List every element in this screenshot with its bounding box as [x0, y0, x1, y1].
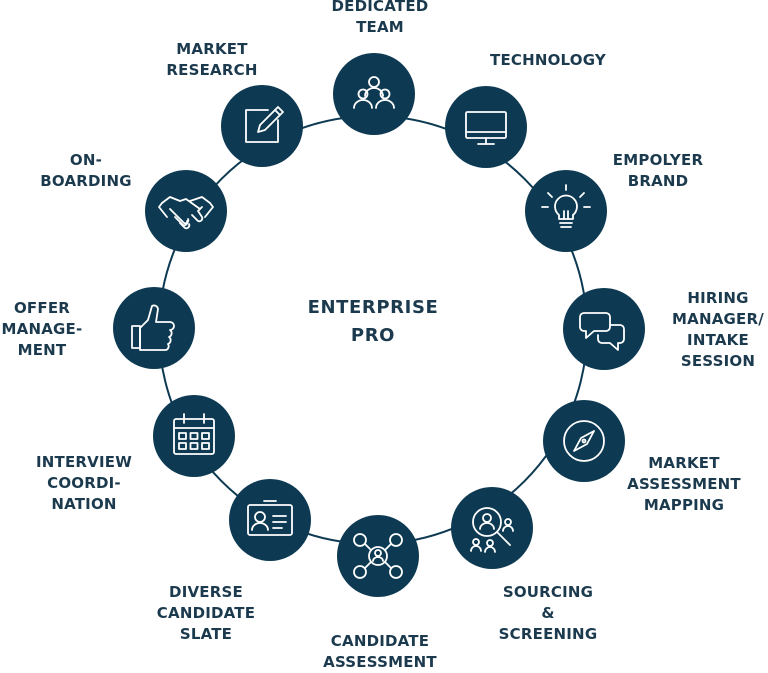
- chat-bubbles-icon: [579, 312, 625, 351]
- network-people-icon: [353, 533, 403, 579]
- node-circle: [333, 53, 415, 135]
- node-candidate-assessment: [337, 515, 419, 597]
- monitor-icon: [465, 111, 507, 145]
- lightbulb-icon: [541, 184, 591, 228]
- center-title: ENTERPRISE PRO: [307, 297, 439, 346]
- id-card-icon: [247, 500, 293, 536]
- node-dedicated-team: [333, 53, 415, 135]
- node-technology: [445, 86, 527, 168]
- label-dedicated-team: DEDICATED TEAM: [331, 0, 429, 36]
- node-circle: [229, 479, 311, 561]
- node-market-assessment-mapping: [543, 400, 625, 482]
- node-circle: [525, 170, 607, 252]
- node-hiring-manager-intake: [563, 288, 645, 370]
- label-market-assessment-mapping: MARKET ASSESSMENT MAPPING: [627, 454, 741, 514]
- node-circle: [543, 400, 625, 482]
- node-circle: [221, 85, 303, 167]
- label-hiring-manager-intake: HIRING MANAGER/ INTAKE SESSION: [672, 289, 764, 370]
- node-circle: [145, 170, 227, 252]
- label-interview-coordination: INTERVIEW COORDI- NATION: [36, 453, 132, 513]
- label-candidate-assessment: CANDIDATE ASSESSMENT: [323, 632, 437, 671]
- label-offer-management: OFFER MANAGE- MENT: [1, 299, 83, 359]
- node-circle: [445, 86, 527, 168]
- node-circle: [451, 487, 533, 569]
- handshake-icon: [158, 196, 214, 230]
- node-interview-coordination: [153, 395, 235, 477]
- magnifier-people-icon: [470, 507, 514, 553]
- label-diverse-candidate-slate: DIVERSE CANDIDATE SLATE: [156, 583, 256, 643]
- node-market-research: [221, 85, 303, 167]
- node-employer-brand: [525, 170, 607, 252]
- node-sourcing-screening: [451, 487, 533, 569]
- thumbs-up-icon: [131, 304, 175, 351]
- compass-icon: [563, 420, 605, 462]
- node-circle: [153, 395, 235, 477]
- node-circle: [563, 288, 645, 370]
- calendar-icon: [173, 413, 215, 455]
- team-icon: [353, 76, 395, 109]
- node-on-boarding: [145, 170, 227, 252]
- label-technology: TECHNOLOGY: [490, 51, 606, 69]
- node-offer-management: [113, 287, 195, 369]
- node-circle: [113, 287, 195, 369]
- label-on-boarding: ON- BOARDING: [40, 151, 132, 190]
- label-employer-brand: EMPOLYER BRAND: [612, 151, 704, 190]
- node-diverse-candidate-slate: [229, 479, 311, 561]
- edit-square-icon: [245, 106, 284, 143]
- label-sourcing-screening: SOURCING & SCREENING: [498, 583, 598, 643]
- label-market-research: MARKET RESEARCH: [166, 40, 258, 79]
